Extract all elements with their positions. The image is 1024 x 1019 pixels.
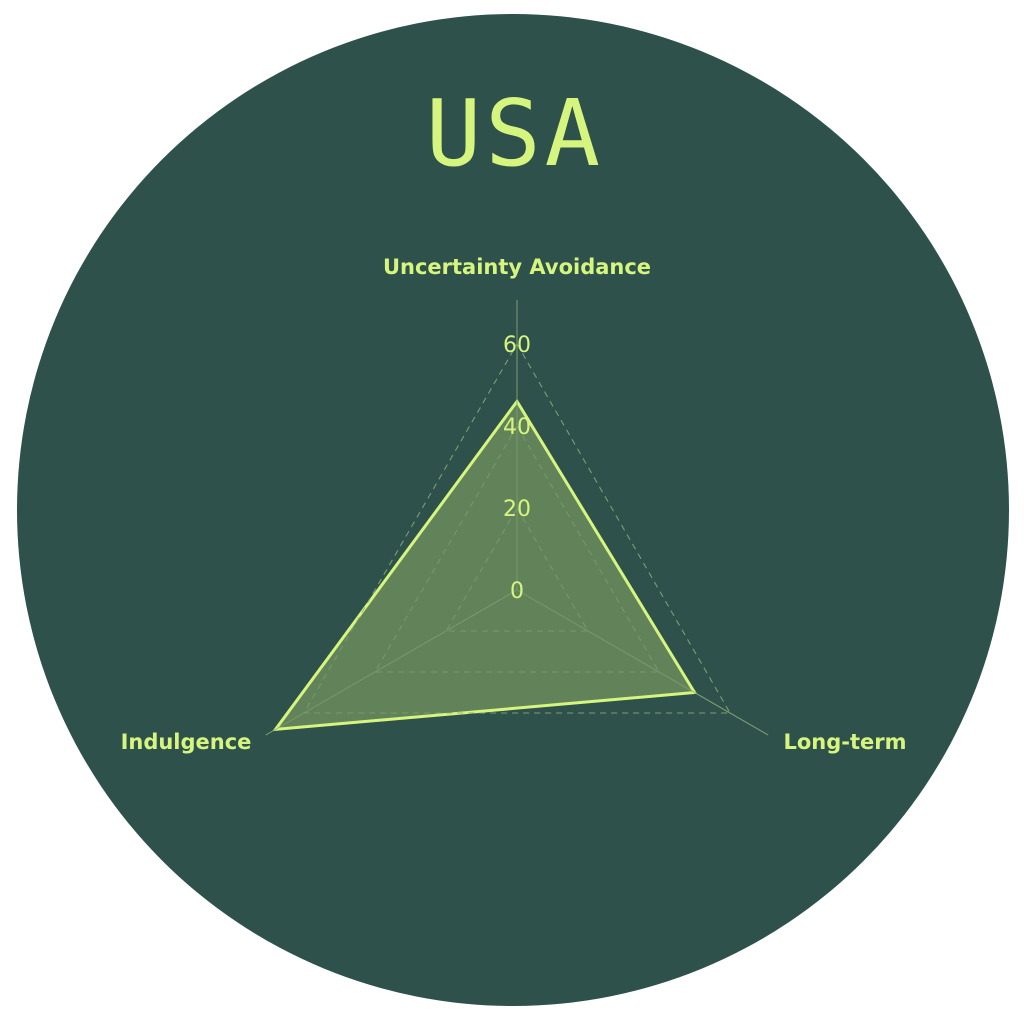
tick-label-40: 40 bbox=[503, 415, 531, 440]
series-layer bbox=[265, 300, 769, 736]
axis-label-long-term: Long-term bbox=[783, 730, 906, 754]
axis-spoke-overlay-1 bbox=[516, 589, 769, 736]
tick-label-20: 20 bbox=[503, 497, 531, 522]
grid-ring-overlay-60 bbox=[303, 342, 731, 714]
tick-label-60: 60 bbox=[503, 333, 531, 358]
tick-label-layer: 0 20 40 60 bbox=[503, 333, 531, 604]
tick-label-0: 0 bbox=[510, 579, 524, 604]
axis-spoke-overlay-2 bbox=[265, 589, 518, 736]
axis-label-uncertainty-avoidance: Uncertainty Avoidance bbox=[383, 255, 651, 279]
chart-title: USA bbox=[426, 80, 604, 187]
grid-ring-overlay-20 bbox=[445, 507, 589, 632]
axis-label-indulgence: Indulgence bbox=[121, 730, 252, 754]
series-area-0 bbox=[272, 398, 698, 732]
